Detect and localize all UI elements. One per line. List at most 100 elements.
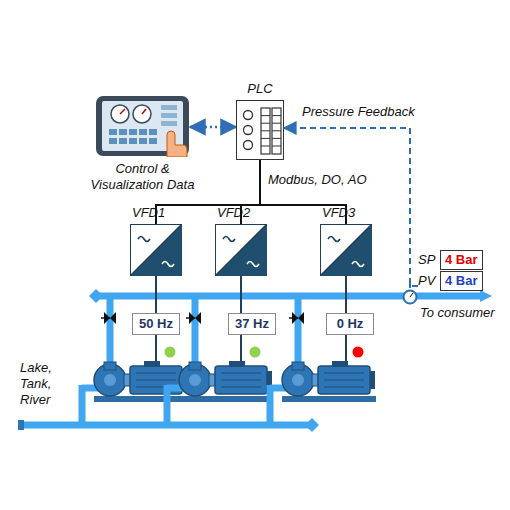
drawing-part (261, 123, 270, 124)
connector-label: Modbus, DO, AO (266, 172, 369, 188)
connector (284, 128, 418, 286)
screen-key (109, 129, 117, 135)
discharge-pipe (89, 289, 492, 364)
vfd-box: VFD3 (320, 224, 372, 276)
ac-symbol (328, 237, 340, 242)
vfd-frame (321, 225, 372, 276)
node-label: 37 Hz (235, 316, 269, 332)
hmi-tablet: Control & Visualization Data (95, 95, 190, 157)
ac-symbol (352, 262, 364, 267)
drawing-part (320, 224, 372, 276)
drawing-part (305, 418, 319, 432)
hand-icon (167, 131, 187, 157)
drawing-part (96, 293, 482, 300)
vfd-box: VFD1 (130, 224, 182, 276)
screen-key (149, 129, 157, 135)
screen-key (129, 129, 137, 135)
vfd-half (130, 224, 182, 276)
plc-box: PLC (236, 100, 284, 160)
node-label: PLC (237, 81, 283, 97)
pump-motor (82, 361, 188, 425)
plc-led (244, 141, 253, 150)
screen-key (119, 129, 127, 135)
screen-key (139, 129, 147, 135)
node-label: VFD1 (132, 205, 165, 221)
drawing-part (480, 290, 492, 302)
panel-tag: PV (418, 273, 435, 289)
outlet-label: To consumer (420, 305, 495, 321)
node-label: VFD2 (217, 205, 250, 221)
drawing-part (142, 109, 146, 114)
drawing-part (272, 130, 281, 131)
connector-label: Pressure Feedback (300, 104, 417, 120)
connector (190, 126, 236, 129)
drawing-part (130, 224, 182, 276)
node-label: VFD3 (322, 205, 355, 221)
vfd-graphic (320, 224, 372, 276)
drawing-part (410, 293, 413, 297)
screen-key (119, 138, 127, 144)
drawing-part (272, 138, 281, 139)
pump-motor (167, 361, 273, 425)
drawing-part (89, 289, 103, 303)
status-lamp (353, 347, 364, 358)
node-label: 50 Hz (139, 316, 173, 332)
plc-module (272, 108, 281, 154)
frequency-box: 50 Hz (132, 313, 180, 335)
tablet-bezel (96, 96, 189, 156)
valve-symbol (186, 312, 201, 324)
status-lamp (250, 347, 261, 358)
frequency-box: 37 Hz (228, 313, 276, 335)
pressure-value: 4 Bar (440, 250, 483, 270)
valve-symbol (289, 312, 304, 324)
screen-bar (161, 113, 177, 118)
plc-led (244, 111, 253, 120)
frequency-box: 0 Hz (326, 313, 374, 335)
drawing-part (107, 296, 114, 364)
drawing-part (18, 420, 24, 430)
drawing-part (272, 123, 281, 124)
panel-tag: SP (418, 252, 435, 268)
drawing-part (261, 115, 270, 116)
drawing-part (261, 138, 270, 139)
vfd-frame (131, 225, 182, 276)
ac-symbol (138, 237, 150, 242)
screen-gauge (133, 105, 151, 123)
screen-key (109, 138, 117, 144)
vfd-frame (216, 225, 267, 276)
vfd-graphic (215, 224, 267, 276)
node-label: 0 Hz (333, 316, 367, 332)
screen-key (149, 138, 157, 144)
screen-key (129, 138, 137, 144)
plc-module (261, 108, 270, 154)
motor-cable (156, 276, 346, 361)
ac-symbol (162, 262, 174, 267)
drawing-part (215, 224, 267, 276)
drawing-part (295, 296, 302, 364)
drawing-part (404, 291, 417, 304)
pump-motor (270, 361, 376, 425)
vfd-box: VFD2 (215, 224, 267, 276)
status-lamp (165, 347, 176, 358)
plc-led (244, 126, 253, 135)
setpoint-panel: SP4 BarPV4 Bar (418, 250, 483, 292)
plc-graphic (237, 101, 285, 161)
screen-gauge (111, 105, 129, 123)
ac-symbol (223, 237, 235, 242)
drawing-part (272, 146, 281, 147)
valve-symbol (101, 312, 116, 324)
screen-bar (161, 121, 177, 126)
vfd-half (320, 224, 372, 276)
screen-key (139, 138, 147, 144)
node-label: Control & Visualization Data (80, 161, 205, 193)
hmi-graphic (95, 95, 190, 157)
drawing-part (272, 115, 281, 116)
drawing-part (261, 130, 270, 131)
drawing-part (120, 109, 125, 114)
source-label: Lake, Tank, River (20, 360, 68, 408)
screen-bar (161, 105, 177, 110)
drawing-part (192, 296, 199, 364)
pressure-value: 4 Bar (440, 271, 483, 291)
drawing-part (261, 146, 270, 147)
